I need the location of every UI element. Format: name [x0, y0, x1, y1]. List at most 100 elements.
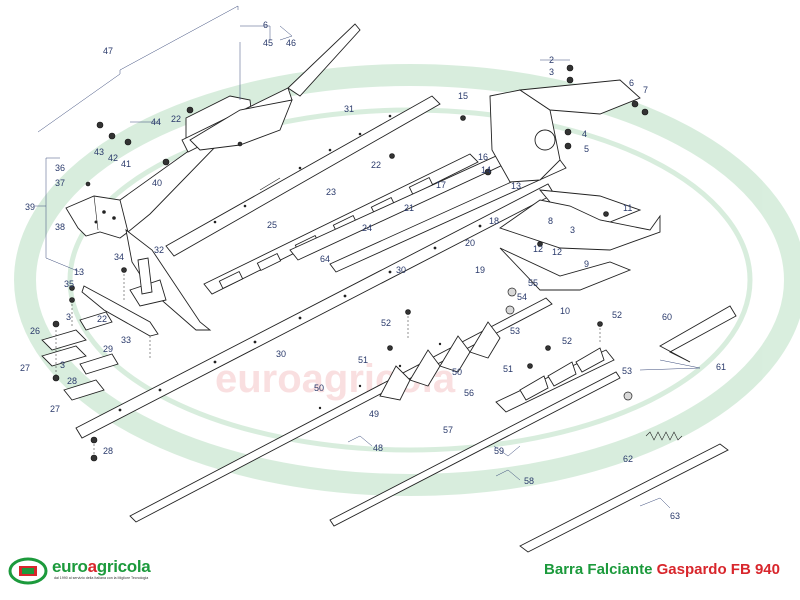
callout-2: 2	[549, 55, 554, 65]
callout-52: 52	[381, 318, 391, 328]
callout-22-dup-0: 22	[97, 314, 107, 324]
callout-63: 63	[670, 511, 680, 521]
callout-35: 35	[64, 279, 74, 289]
callout-59: 59	[494, 446, 504, 456]
callout-19: 19	[475, 265, 485, 275]
callout-46: 46	[286, 38, 296, 48]
spring-62	[645, 431, 683, 441]
callout-42: 42	[108, 153, 118, 163]
callout-12: 12	[552, 247, 562, 257]
callout-52-dup-8: 52	[562, 336, 572, 346]
callout-55: 55	[528, 278, 538, 288]
right-head-assembly	[489, 79, 661, 291]
logo-badge-icon	[8, 557, 48, 585]
callout-52-dup-9: 52	[612, 310, 622, 320]
callout-53-dup-11: 53	[622, 366, 632, 376]
callout-17: 17	[436, 180, 446, 190]
callout-38: 38	[55, 222, 65, 232]
callout-3-dup-3: 3	[60, 360, 65, 370]
euroagricola-logo: euroagricola dal 1990 al servizio della …	[8, 557, 178, 587]
knife-back-58	[329, 371, 621, 527]
callout-58: 58	[524, 476, 534, 486]
callout-7: 7	[643, 85, 648, 95]
bar-63	[519, 443, 729, 553]
callout-11: 11	[623, 203, 632, 213]
callout-6: 6	[629, 78, 634, 88]
callout-47: 47	[103, 46, 113, 56]
callout-10: 10	[560, 306, 570, 316]
callout-3: 3	[549, 67, 554, 77]
callout-61: 61	[716, 362, 726, 372]
callout-51-dup-10: 51	[503, 364, 513, 374]
callout-9: 9	[584, 259, 589, 269]
callout-39: 39	[25, 202, 35, 212]
title-part2: Gaspardo FB 940	[656, 561, 780, 578]
knife-bar-48	[129, 297, 553, 523]
guards-56	[495, 347, 615, 413]
callout-32: 32	[154, 245, 164, 255]
callout-50: 50	[314, 383, 324, 393]
callout-56: 56	[464, 388, 474, 398]
callout-22-top: 22	[371, 160, 381, 170]
callout-29: 29	[103, 344, 113, 354]
title-part1: Barra Falciante	[544, 561, 653, 578]
callout-16: 16	[478, 152, 488, 162]
clamp-plates	[41, 311, 119, 401]
callout-33: 33	[121, 335, 131, 345]
page-title: Barra Falciante Gaspardo FB 940	[544, 561, 780, 578]
callout-48: 48	[373, 443, 383, 453]
callout-34: 34	[114, 252, 124, 262]
callout-64: 64	[320, 254, 330, 264]
callout-5: 5	[584, 144, 589, 154]
callout-28-dup-7: 28	[103, 446, 113, 456]
callout-60: 60	[662, 312, 672, 322]
callout-labels: 1 2 3 4 5 6 7 8 9 10 11 12 13 14 15 16 1…	[20, 20, 726, 521]
shoe-assembly	[81, 228, 212, 337]
logo-tagline: dal 1990 al servizio della Italiana con …	[54, 576, 149, 580]
callout-12-dup-12: 12	[533, 244, 543, 254]
callout-18: 18	[489, 216, 499, 226]
callout-6-dup-4: 6	[263, 20, 268, 30]
callout-40: 40	[152, 178, 162, 188]
callout-25: 25	[267, 220, 277, 230]
callout-20: 20	[465, 238, 475, 248]
callout-24: 24	[362, 223, 372, 233]
callout-43: 43	[94, 147, 104, 157]
callout-13: 13	[511, 181, 521, 191]
callout-36: 36	[55, 163, 65, 173]
finger-60	[659, 305, 737, 363]
plate-25	[203, 153, 479, 295]
callout-53: 53	[510, 326, 520, 336]
knife-sections-49	[379, 321, 501, 401]
callout-37: 37	[55, 178, 65, 188]
callout-23: 23	[326, 187, 336, 197]
callout-44: 44	[151, 117, 161, 127]
callout-62: 62	[623, 454, 633, 464]
callout-45: 45	[263, 38, 273, 48]
callout-27: 27	[20, 363, 30, 373]
callout-41: 41	[121, 159, 131, 169]
logo-brand: euroagricola	[52, 557, 151, 576]
callout-13-dup-5: 13	[74, 267, 84, 277]
callout-22-dup-1: 22	[171, 114, 181, 124]
callout-3-dup-2: 3	[66, 312, 71, 322]
hardware	[52, 64, 649, 462]
callout-21: 21	[404, 203, 414, 213]
left-frame-assembly	[65, 23, 361, 239]
callout-50-dup-15: 50	[452, 367, 462, 377]
callout-4: 4	[582, 129, 587, 139]
callout-26: 26	[30, 326, 40, 336]
callout-8: 8	[548, 216, 553, 226]
callout-57: 57	[443, 425, 453, 435]
leader-lines	[35, 5, 701, 509]
callout-15: 15	[458, 91, 468, 101]
callout-31: 31	[344, 104, 354, 114]
callout-3-dup-13: 3	[570, 225, 575, 235]
callout-14: 14	[481, 165, 491, 175]
callout-54: 54	[517, 292, 527, 302]
callout-30-dup-14: 30	[396, 265, 406, 275]
callout-51: 51	[358, 355, 368, 365]
callout-27-dup-6: 27	[50, 404, 60, 414]
upper-bar-31	[165, 95, 441, 257]
